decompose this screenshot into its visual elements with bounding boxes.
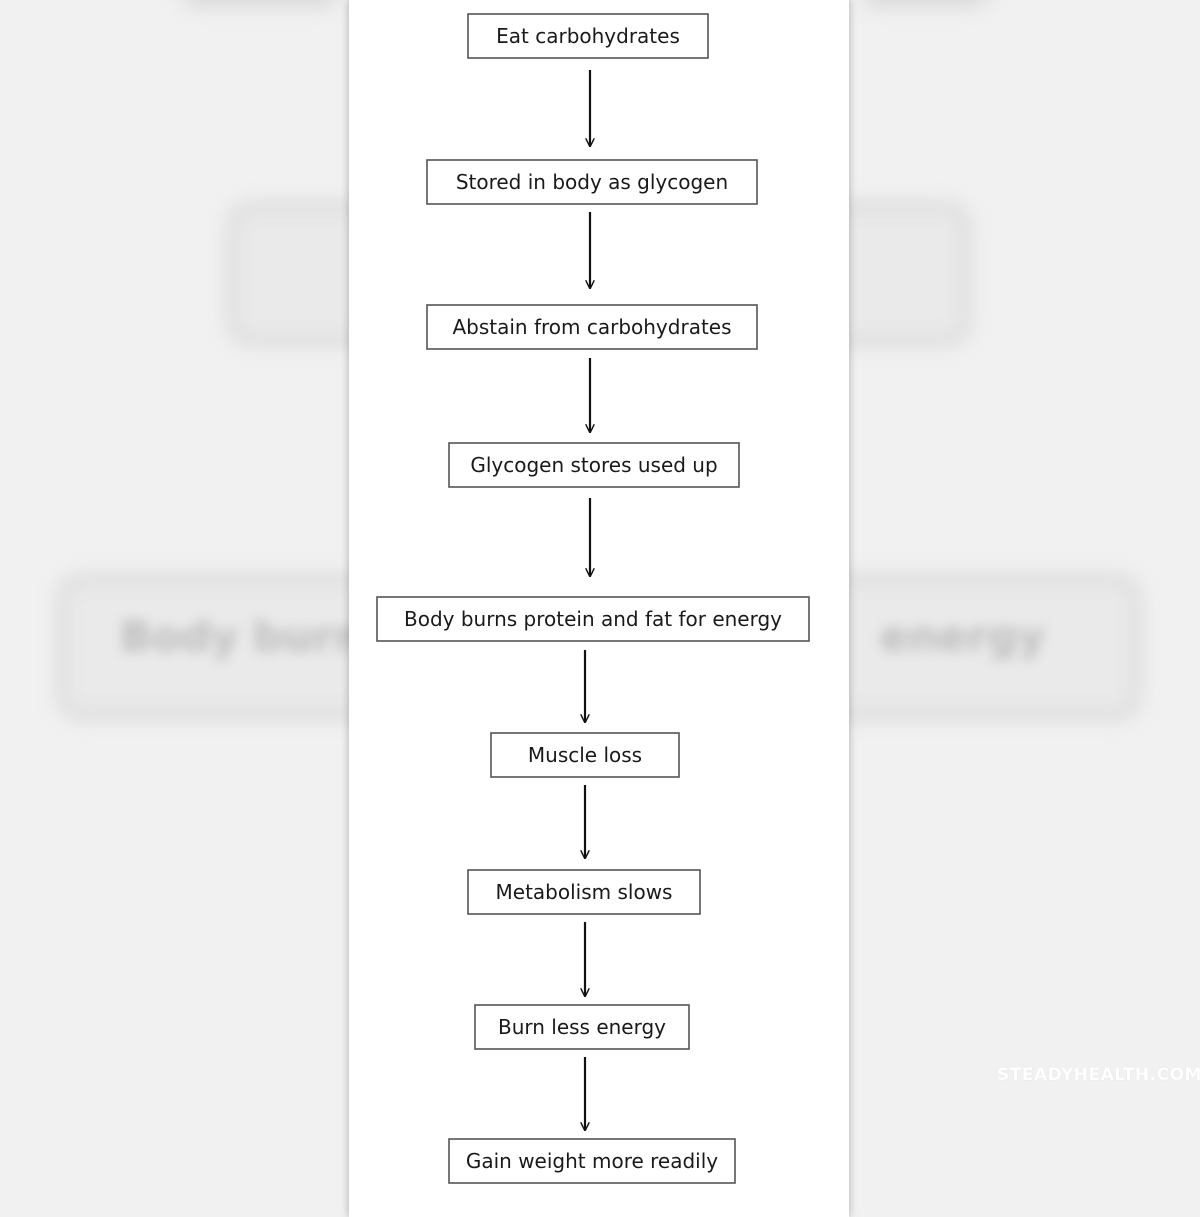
background-ghost-text: Body burns — [120, 612, 389, 661]
node-label: Muscle loss — [528, 743, 642, 767]
node-label: Burn less energy — [498, 1015, 666, 1039]
flow-node-abstain-from-carbohydrates: Abstain from carbohydrates — [426, 304, 758, 350]
watermark-text: STEADYHEALTH.COM — [997, 1065, 1200, 1085]
flow-node-metabolism-slows: Metabolism slows — [467, 869, 701, 915]
flow-node-burn-less-energy: Burn less energy — [474, 1004, 690, 1050]
flow-node-glycogen-stores-used-up: Glycogen stores used up — [448, 442, 740, 488]
flow-node-body-burns-protein-and-fat: Body burns protein and fat for energy — [376, 596, 810, 642]
node-label: Abstain from carbohydrates — [452, 315, 731, 339]
node-label: Eat carbohydrates — [496, 24, 680, 48]
node-label: Gain weight more readily — [466, 1149, 718, 1173]
background-ghost-text: energy — [880, 612, 1046, 661]
flow-node-gain-weight-more-readily: Gain weight more readily — [448, 1138, 736, 1184]
flow-node-muscle-loss: Muscle loss — [490, 732, 680, 778]
node-label: Body burns protein and fat for energy — [404, 607, 782, 631]
flow-node-eat-carbohydrates: Eat carbohydrates — [467, 13, 709, 59]
flow-node-stored-as-glycogen: Stored in body as glycogen — [426, 159, 758, 205]
node-label: Glycogen stores used up — [470, 453, 717, 477]
background-ghost-shape — [860, 0, 990, 6]
background-ghost-shape — [180, 0, 340, 6]
node-label: Metabolism slows — [496, 880, 673, 904]
node-label: Stored in body as glycogen — [456, 170, 728, 194]
